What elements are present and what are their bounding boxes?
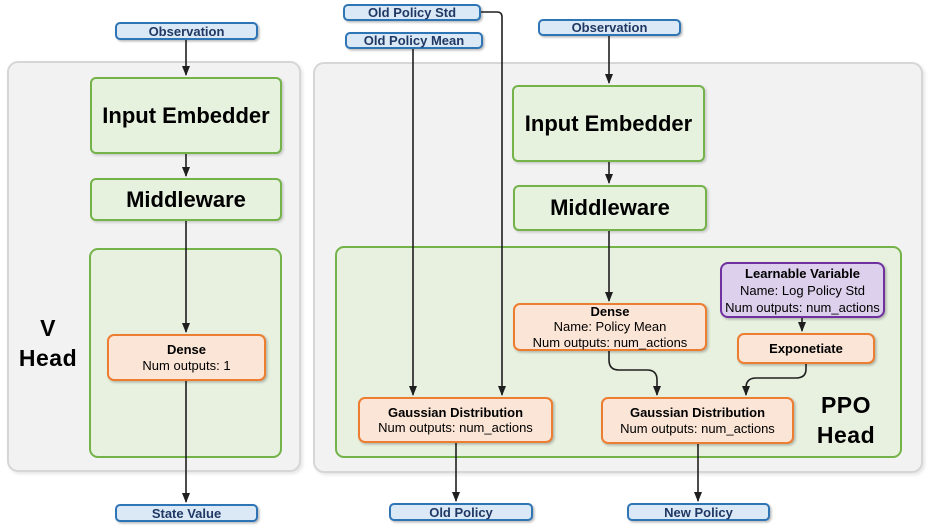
v-dense-num-outputs: Num outputs: 1 bbox=[142, 357, 231, 373]
learnable-variable-node: Learnable Variable Name: Log Policy Std … bbox=[720, 262, 885, 318]
ppo-head-title-line1: PPO bbox=[820, 392, 872, 418]
learnable-variable-name: Name: Log Policy Std bbox=[739, 282, 865, 298]
ppo-dense-num-outputs: Num outputs: num_actions bbox=[532, 334, 688, 350]
ppo-dense-name: Name: Policy Mean bbox=[553, 319, 667, 335]
gaussian-old-num-outputs: Num outputs: num_actions bbox=[378, 420, 533, 435]
ppo-dense-node: Dense Name: Policy Mean Num outputs: num… bbox=[513, 303, 707, 351]
ppo-head-title-line2: Head bbox=[816, 422, 876, 448]
exponetiate-label: Exponetiate bbox=[769, 340, 843, 356]
ppo-head-title: PPO Head bbox=[798, 390, 894, 450]
gaussian-distribution-old-node: Gaussian Distribution Num outputs: num_a… bbox=[358, 397, 553, 443]
exponetiate-node: Exponetiate bbox=[737, 333, 875, 364]
v-head-title: V Head bbox=[7, 313, 89, 373]
gaussian-new-title: Gaussian Distribution bbox=[629, 405, 766, 420]
gaussian-new-num-outputs: Num outputs: num_actions bbox=[620, 420, 775, 436]
v-dense-node: Dense Num outputs: 1 bbox=[107, 334, 266, 381]
ppo-observation-node: Observation bbox=[538, 19, 681, 36]
v-head-title-line2: Head bbox=[18, 345, 78, 371]
v-input-embedder-node: Input Embedder bbox=[90, 77, 282, 154]
old-policy-node: Old Policy bbox=[389, 503, 533, 521]
old-policy-mean-node: Old Policy Mean bbox=[345, 32, 483, 49]
ppo-dense-title: Dense bbox=[590, 303, 630, 319]
v-observation-node: Observation bbox=[115, 22, 258, 40]
learnable-variable-num-outputs: Num outputs: num_actions bbox=[725, 299, 880, 315]
ppo-middleware-node: Middleware bbox=[513, 185, 707, 231]
new-policy-node: New Policy bbox=[627, 503, 770, 521]
v-middleware-node: Middleware bbox=[90, 178, 282, 221]
gaussian-distribution-new-node: Gaussian Distribution Num outputs: num_a… bbox=[601, 397, 794, 444]
v-dense-title: Dense bbox=[166, 342, 207, 357]
state-value-node: State Value bbox=[115, 504, 258, 522]
ppo-input-embedder-node: Input Embedder bbox=[512, 85, 705, 162]
learnable-variable-title: Learnable Variable bbox=[745, 265, 860, 281]
v-head-title-line1: V bbox=[40, 315, 56, 341]
gaussian-old-title: Gaussian Distribution bbox=[387, 404, 524, 420]
old-policy-std-node: Old Policy Std bbox=[343, 4, 481, 21]
